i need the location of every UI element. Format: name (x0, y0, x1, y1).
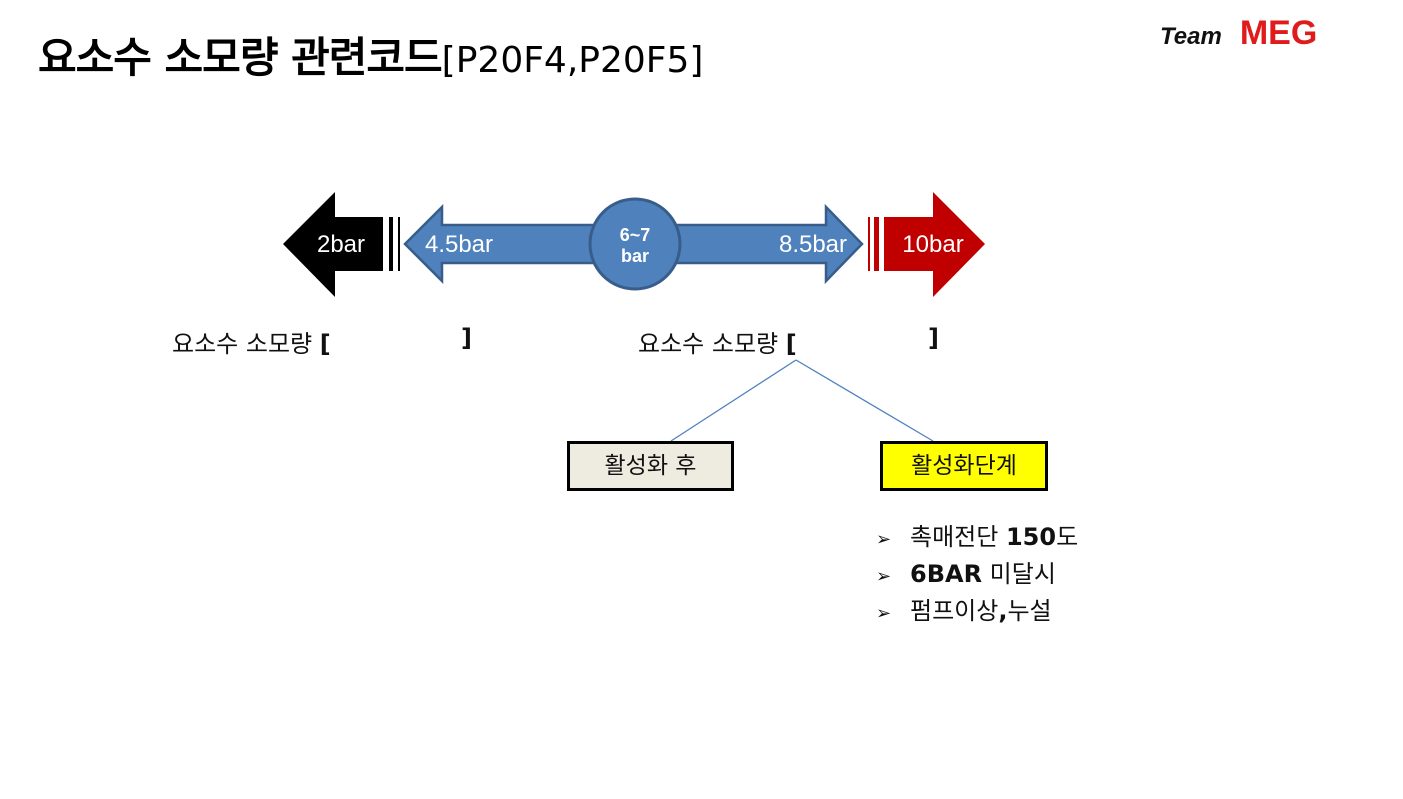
bullet-bold: 150 (1005, 523, 1057, 551)
bullet-item: ➢ 촉매전단 150도 (876, 520, 1078, 557)
red-arrow (884, 192, 985, 297)
bullet-list: ➢ 촉매전단 150도 ➢ 6BAR 미달시 ➢ 펌프이상,누설 (876, 520, 1078, 631)
bullet-bold: 6BAR (910, 560, 983, 588)
bullet-suffix: 누설 (1007, 597, 1052, 625)
team-logo: Team MEG (1160, 14, 1317, 53)
label-right-close-bracket: ] (928, 324, 939, 352)
center-circle (588, 197, 682, 291)
bullet-item: ➢ 펌프이상,누설 (876, 594, 1078, 631)
separator-right-thick (874, 217, 879, 271)
connector-line-right (795, 359, 934, 442)
logo-team: Team (1160, 23, 1222, 50)
title-main: 요소수 소모량 관련코드 (38, 33, 443, 82)
connector-line-left (670, 359, 797, 442)
label-10bar: 10bar (902, 231, 963, 258)
label-left-close-bracket: ] (461, 324, 472, 352)
label-8-5bar: 8.5bar (779, 231, 847, 258)
bullet-text: 촉매전단 (910, 523, 1006, 551)
separator-left-thick (389, 217, 393, 271)
arrow-bullet-icon: ➢ (876, 529, 892, 550)
box-after-activation: 활성화 후 (567, 441, 734, 491)
bullet-bold: , (998, 597, 1008, 625)
label-left: 요소수 소모량 [ (172, 324, 331, 359)
bullet-suffix: 미달시 (982, 560, 1056, 588)
bullet-text: 펌프이상 (910, 597, 999, 625)
box-activation-stage: 활성화단계 (880, 441, 1048, 491)
arrow-bullet-icon: ➢ (876, 566, 892, 587)
title-codes: [P20F4,P20F5] (441, 40, 704, 81)
black-arrow (283, 192, 383, 297)
page-title: 요소수 소모량 관련코드[P20F4,P20F5] (38, 24, 703, 85)
separator-left-thin (398, 217, 400, 271)
label-right-open: [ (785, 330, 797, 358)
label-4-5bar: 4.5bar (425, 231, 493, 258)
label-center-top: 6~7 (620, 225, 651, 245)
label-right-close: ] (928, 324, 939, 352)
bullet-item: ➢ 6BAR 미달시 (876, 557, 1078, 594)
separator-right-thin (868, 217, 870, 271)
arrow-bullet-icon: ➢ (876, 603, 892, 624)
label-right-text: 요소수 소모량 (638, 330, 779, 358)
label-left-close: ] (461, 324, 472, 352)
label-left-text: 요소수 소모량 (172, 330, 313, 358)
logo-brand: MEG (1239, 14, 1318, 52)
label-left-open: [ (319, 330, 331, 358)
label-2bar: 2bar (317, 231, 365, 258)
label-right: 요소수 소모량 [ (638, 324, 797, 359)
bullet-suffix: 도 (1056, 523, 1079, 551)
label-center-bottom: bar (621, 246, 649, 266)
